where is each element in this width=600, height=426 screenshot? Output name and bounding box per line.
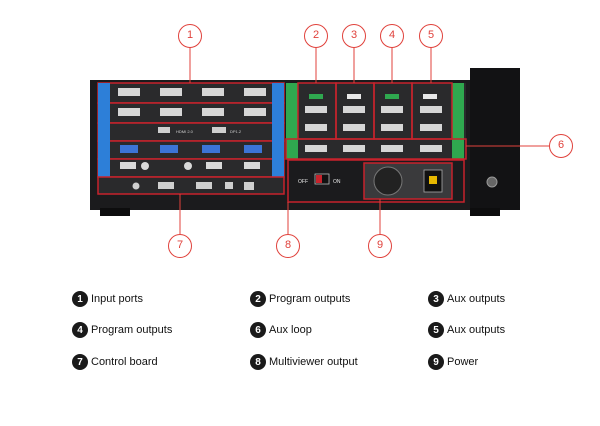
legend-label: Multiviewer output — [269, 356, 358, 368]
legend-label: Aux outputs — [447, 293, 506, 305]
callout-marker-6: 6 — [549, 134, 573, 158]
power-switch-off-label: OFF — [298, 179, 308, 185]
legend-label: Aux outputs — [447, 324, 506, 336]
ground-screw-icon — [486, 176, 498, 188]
callout-marker-9: 9 — [368, 234, 392, 258]
legend-number-badge: 3 — [428, 291, 444, 307]
multiviewer-section — [287, 159, 465, 203]
callout-marker-3: 3 — [342, 24, 366, 48]
input-cards: HDMI 2.0 DP1.2 — [97, 82, 285, 195]
legend-number-badge: 4 — [72, 322, 88, 338]
legend-number-badge: 5 — [428, 322, 444, 338]
output-cards — [285, 82, 467, 160]
legend-number-badge: 6 — [250, 322, 266, 338]
legend-item-1: 1 Input ports — [72, 290, 143, 308]
legend-item-3: 3 Aux outputs — [428, 290, 505, 308]
legend-number-badge: 8 — [250, 354, 266, 370]
chassis-ear-right — [470, 68, 520, 210]
legend-label: Input ports — [91, 293, 143, 305]
leader-lines — [179, 46, 549, 234]
legend-item-4: 4 Program outputs — [72, 321, 172, 339]
legend-label: Program outputs — [91, 324, 173, 336]
chassis-foot-left — [100, 208, 130, 216]
legend-item-5: 5 Aux outputs — [428, 321, 505, 339]
callout-marker-4: 4 — [380, 24, 404, 48]
legend-label: Control board — [91, 356, 158, 368]
dp-label: DP1.2 — [230, 129, 242, 134]
legend-label: Program outputs — [269, 293, 351, 305]
hdmi-label: HDMI 2.0 — [176, 129, 194, 134]
callout-marker-7: 7 — [168, 234, 192, 258]
legend-number-badge: 7 — [72, 354, 88, 370]
legend-number-badge: 2 — [250, 291, 266, 307]
fan-icon — [373, 166, 403, 196]
legend-item-6: 6 Aux loop — [250, 321, 312, 339]
callout-marker-2: 2 — [304, 24, 328, 48]
legend-label: Power — [447, 356, 479, 368]
legend-number-badge: 9 — [428, 354, 444, 370]
chassis-foot-right — [470, 208, 500, 216]
legend-item-8: 8 Multiviewer output — [250, 353, 358, 371]
legend-item-2: 2 Program outputs — [250, 290, 350, 308]
callout-marker-8: 8 — [276, 234, 300, 258]
legend-item-9: 9 Power — [428, 353, 478, 371]
legend-label: Aux loop — [269, 324, 312, 336]
legend-item-7: 7 Control board — [72, 353, 158, 371]
callout-marker-1: 1 — [178, 24, 202, 48]
device-rear-panel-diagram: HDMI 2.0 DP1.2 — [90, 46, 549, 234]
power-switch-on-label: ON — [333, 179, 341, 185]
legend-number-badge: 1 — [72, 291, 88, 307]
callout-marker-5: 5 — [419, 24, 443, 48]
